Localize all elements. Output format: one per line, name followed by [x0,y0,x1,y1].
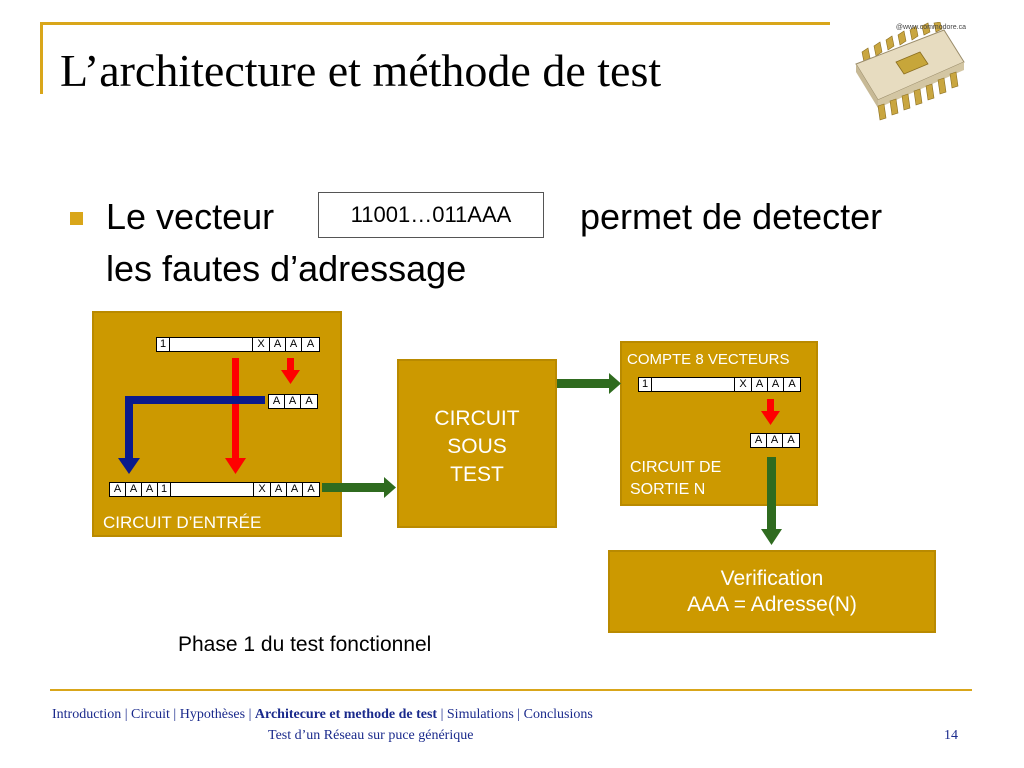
bit-cell: A [768,378,784,391]
bit-cell: A [301,395,317,408]
input-strip-top: 1 X A A A [156,337,320,352]
dut-label: CIRCUIT SOUS TEST [399,405,555,489]
chip-image: @www.commodore.ca [848,21,968,126]
footer-nav-introduction[interactable]: Introduction [52,707,122,722]
footer-nav-architecture[interactable]: Architecure et methode de test [254,707,438,722]
bullet-text-end: permet de detecter [580,196,883,237]
footer-separator: | [248,707,255,722]
footer-divider [50,689,972,691]
bit-cell: A [142,483,158,496]
input-strip-address: A A A [268,394,318,409]
verification-box: Verification AAA = Adresse(N) [608,550,936,633]
footer-separator: | [440,707,447,722]
bit-cell: A [286,338,302,351]
bit-cell: A [751,434,767,447]
output-top-label: COMPTE 8 VECTEURS [627,351,790,368]
bit-cell: A [270,338,286,351]
bit-cell: X [735,378,752,391]
verification-label: Verification AAA = Adresse(N) [610,566,934,618]
green-arrow-icon [322,477,396,498]
output-label-line2: SORTIE N [630,481,706,498]
footer-nav-simulations[interactable]: Simulations [446,707,514,722]
red-arrow-icon [281,358,300,384]
bit-cell: A [126,483,142,496]
bit-cell-blank [170,338,253,351]
bit-cell: X [254,483,271,496]
output-strip-address: A A A [750,433,800,448]
diagram-caption: Phase 1 du test fonctionnel [178,633,432,656]
footer-nav-conclusions[interactable]: Conclusions [523,707,593,722]
slide-title: L’architecture et méthode de test [60,45,662,96]
bit-cell: X [253,338,270,351]
green-arrow-icon [761,457,782,545]
footer-nav-circuit[interactable]: Circuit [131,707,170,722]
footer-separator: | [517,707,524,722]
bit-cell-blank [171,483,254,496]
bit-cell-blank [652,378,735,391]
output-label-line1: CIRCUIT DE [630,459,722,476]
bit-cell: A [287,483,303,496]
input-strip-bottom: A A A 1 X A A A [109,482,320,497]
footer-separator: | [173,707,180,722]
bit-cell: A [767,434,783,447]
input-circuit-label: CIRCUIT D’ENTRÉE [103,513,262,532]
title-accent-horizontal [40,22,830,25]
dut-label-line3: TEST [450,463,504,486]
verification-line1: Verification [720,567,824,590]
bit-cell: 1 [157,338,170,351]
verification-line2: AAA = Adresse(N) [687,593,857,616]
footer-nav: Introduction | Circuit | Hypothèses | Ar… [52,707,593,723]
bit-cell: 1 [158,483,171,496]
bit-cell: A [783,434,799,447]
bit-cell: A [110,483,126,496]
bit-cell: A [285,395,301,408]
red-arrow-icon [761,399,780,425]
input-circuit-box: 1 X A A A A A A A A A 1 X A A A CIRCUIT … [92,311,342,537]
circuit-under-test-box: CIRCUIT SOUS TEST [397,359,557,528]
output-circuit-box: COMPTE 8 VECTEURS 1 X A A A A A A CIRCUI… [620,341,818,506]
dut-label-line2: SOUS [447,435,507,458]
output-circuit-label: CIRCUIT DE SORTIE N [630,457,721,501]
footer-separator: | [124,707,132,722]
bit-cell: A [271,483,287,496]
green-arrow-icon [557,373,621,394]
title-accent-vertical [40,22,43,94]
blue-arrow-icon [118,396,265,474]
bullet-text-start: Le vecteur [106,196,275,237]
page-number: 14 [944,728,958,743]
chip-watermark: @www.commodore.ca [895,24,966,31]
bit-cell: A [269,395,285,408]
bit-cell: 1 [639,378,652,391]
red-arrow-icon [225,358,246,474]
bit-cell: A [784,378,800,391]
dut-label-line1: CIRCUIT [434,407,520,430]
footer-nav-hypotheses[interactable]: Hypothèses [179,707,246,722]
vector-box: 11001…011AAA [318,192,544,238]
ic-chip-icon [848,21,968,126]
bit-cell: A [303,483,319,496]
footer-subtitle: Test d’un Réseau sur puce générique [268,728,474,743]
bullet-marker [70,212,83,225]
output-strip-top: 1 X A A A [638,377,801,392]
bullet-text-line2: les fautes d’adressage [106,248,467,289]
bit-cell: A [302,338,319,351]
bit-cell: A [752,378,768,391]
